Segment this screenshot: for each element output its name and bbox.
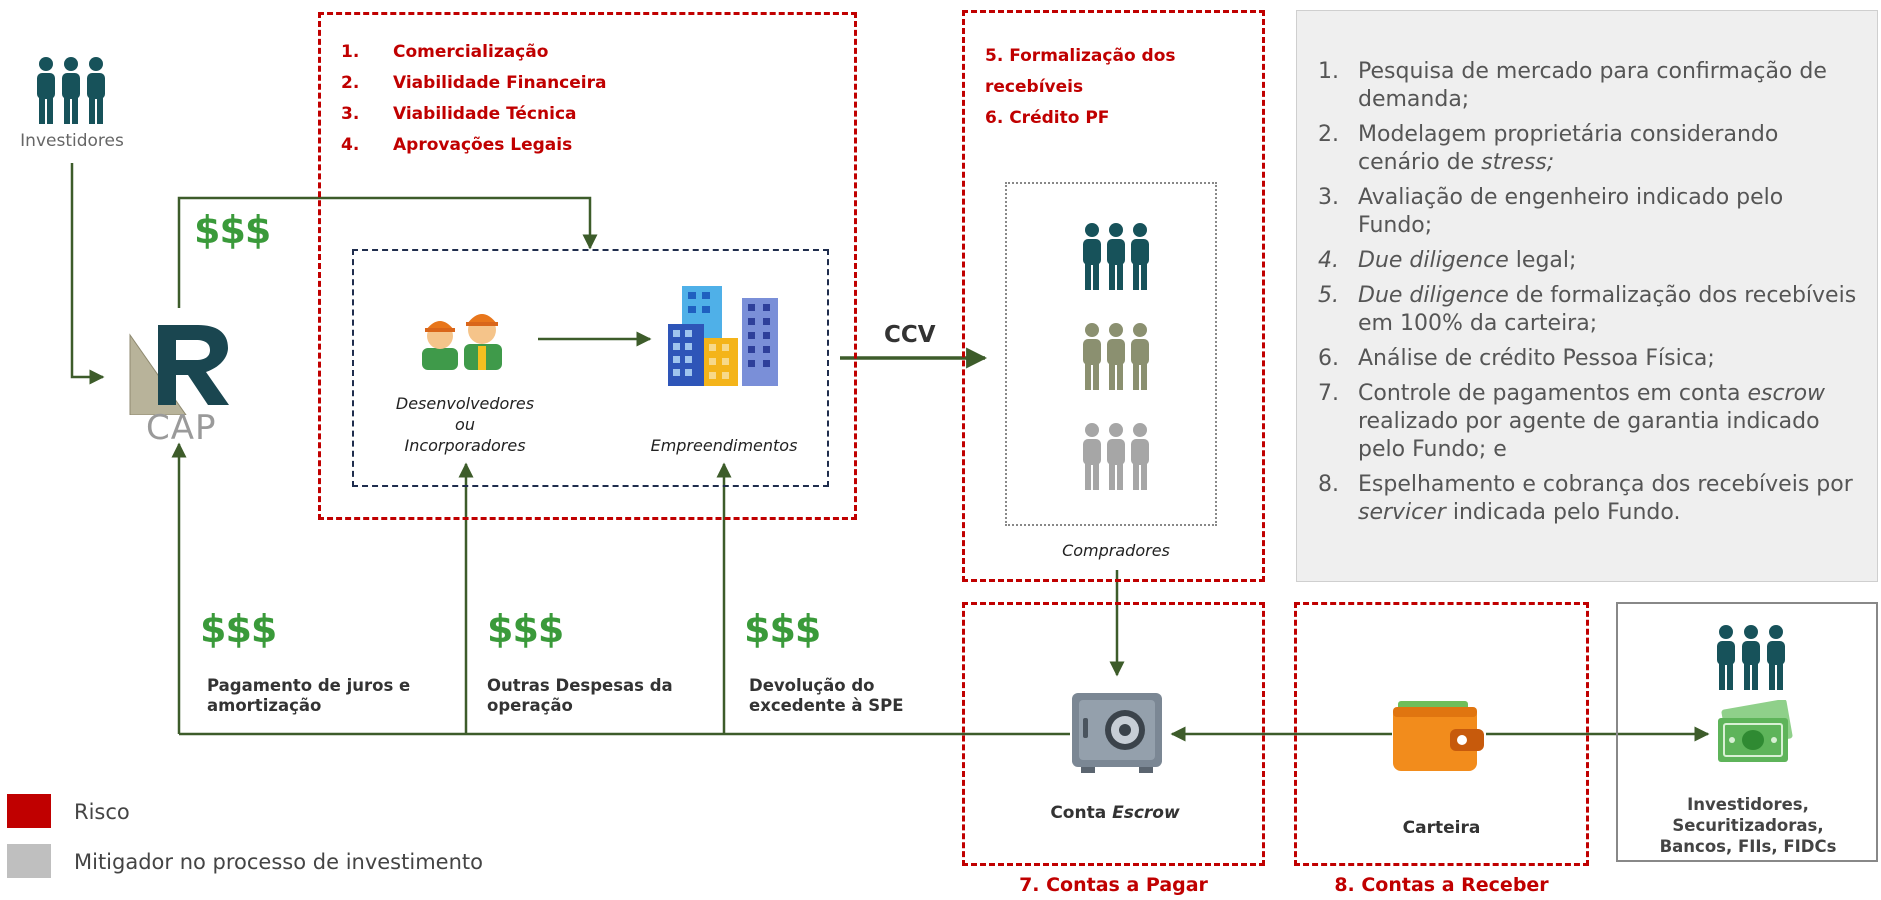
risk-item-5-line1: 5. Formalização dos	[985, 46, 1176, 66]
safe-icon	[1071, 692, 1163, 774]
mitigator-text: Avaliação de engenheiro indicado pelo Fu…	[1358, 185, 1784, 238]
rcap-logo: CAP	[128, 320, 238, 448]
projects-label: Empreendimentos	[650, 436, 798, 455]
money-icon-top: $$$	[194, 208, 271, 252]
ccv-label: CCV	[884, 322, 936, 348]
investors-label: Investidores	[20, 131, 124, 151]
mitigator-item: 4. Due diligence legal;	[1318, 247, 1858, 275]
money-icon-devolucao: $$$	[744, 607, 821, 651]
carteira-box-title: 8. Contas a Receber	[1334, 874, 1549, 896]
escrow-label: Conta Escrow	[1050, 803, 1180, 823]
mitigator-text: Espelhamento e cobrança dos recebíveis p…	[1358, 472, 1853, 525]
mitigator-text: Modelagem proprietária considerando cená…	[1358, 122, 1779, 175]
final-investors-label: Investidores, Securitizadoras, Bancos, F…	[1659, 795, 1837, 856]
mitigators-panel	[1296, 10, 1878, 582]
mitigator-item: 5. Due diligence de formalização dos rece…	[1318, 282, 1858, 338]
mitigator-item: 7. Controle de pagamentos em conta escrow…	[1318, 380, 1858, 464]
mitigator-number: 1.	[1318, 59, 1339, 84]
risk-box-2	[962, 10, 1265, 582]
mitigator-number: 7.	[1318, 381, 1339, 406]
final-investors-people-icon	[1712, 624, 1790, 694]
buyers-box	[1005, 182, 1217, 526]
mitigators-list: 1. Pesquisa de mercado para confirmação d…	[1318, 58, 1858, 534]
mitigator-number: 5.	[1318, 283, 1339, 308]
wallet-icon	[1392, 695, 1486, 773]
carteira-box	[1294, 602, 1589, 866]
carteira-label: Carteira	[1402, 818, 1481, 838]
escrow-box-title: 7. Contas a Pagar	[1019, 874, 1208, 896]
risk-item-5-line2: recebíveis	[985, 77, 1084, 97]
developers-label: Desenvolvedores ou Incorporadores	[395, 394, 535, 455]
mitigator-item: 8. Espelhamento e cobrança dos recebíveis…	[1318, 471, 1858, 527]
workers-icon	[420, 300, 504, 372]
mitigator-number: 3.	[1318, 185, 1339, 210]
risk-item-6: 6. Crédito PF	[985, 108, 1110, 128]
mitigator-number: 4.	[1318, 248, 1339, 273]
legend-swatch-risk	[7, 794, 51, 828]
risk-item: 2.Viabilidade Financeira	[341, 73, 607, 93]
money-icon-juros: $$$	[200, 607, 277, 651]
mitigator-item: 3. Avaliação de engenheiro indicado pelo …	[1318, 184, 1858, 240]
buyers-label: Compradores	[1062, 541, 1170, 560]
mitigator-item: 2. Modelagem proprietária considerando ce…	[1318, 121, 1858, 177]
risk-item: 1.Comercialização	[341, 42, 549, 62]
mitigator-text: Pesquisa de mercado para confirmação de …	[1358, 59, 1827, 112]
mitigator-text: Due diligence legal;	[1358, 248, 1577, 273]
mitigator-text: Controle de pagamentos em conta escrow r…	[1358, 381, 1826, 462]
risk-item: 3.Viabilidade Técnica	[341, 104, 577, 124]
risk-list-1: 1.Comercialização 2.Viabilidade Financei…	[341, 42, 606, 166]
mitigator-item: 6. Análise de crédito Pessoa Física;	[1318, 345, 1858, 373]
mitigator-text: Due diligence de formalização dos recebí…	[1358, 283, 1857, 336]
escrow-box	[962, 602, 1265, 866]
developers-projects-box	[352, 249, 829, 487]
investors-icon	[32, 56, 110, 128]
legend-label-mitigator: Mitigador no processo de investimento	[74, 850, 483, 874]
mitigator-item: 1. Pesquisa de mercado para confirmação d…	[1318, 58, 1858, 114]
legend-label-risk: Risco	[74, 800, 130, 824]
risk-list-2: 5. Formalização dos recebíveis 6. Crédit…	[985, 41, 1176, 134]
cash-icon	[1710, 699, 1794, 772]
mitigator-number: 2.	[1318, 122, 1339, 147]
risk-box-1	[318, 12, 857, 520]
mitigator-number: 8.	[1318, 472, 1339, 497]
buyers-icon-group	[1076, 222, 1156, 498]
rcap-logo-text: CAP	[146, 408, 217, 448]
risk-item: 4.Aprovações Legais	[341, 135, 573, 155]
money-icon-despesas: $$$	[487, 607, 564, 651]
final-investors-box	[1616, 602, 1878, 862]
mitigator-number: 6.	[1318, 346, 1339, 371]
mitigator-text: Análise de crédito Pessoa Física;	[1358, 346, 1715, 371]
buildings-icon	[668, 286, 780, 386]
legend-swatch-mitigator	[7, 844, 51, 878]
